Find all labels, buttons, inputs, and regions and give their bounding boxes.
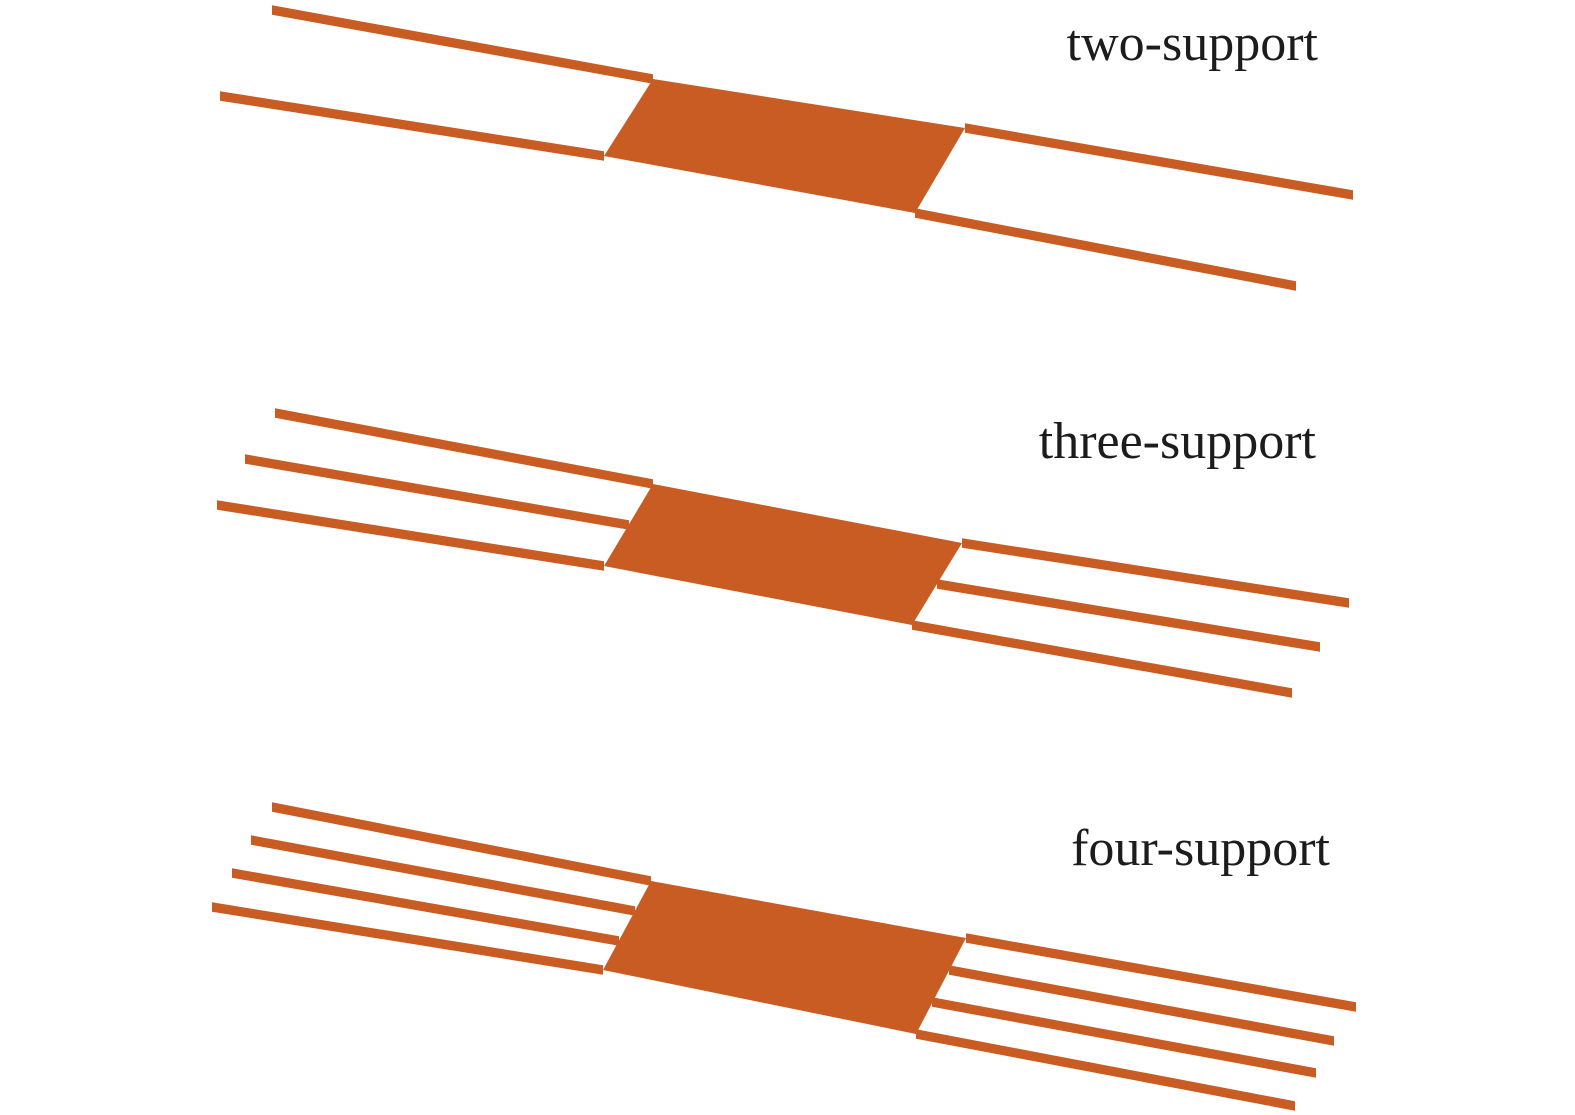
three-support-left-beam-1: [275, 408, 653, 489]
three-support-right-beam-2: [937, 579, 1320, 652]
four-support-left-beam-3: [232, 868, 619, 946]
two-support-right-beam-2: [915, 208, 1296, 291]
panel-four-support: four-support: [212, 802, 1356, 1111]
two-support-left-beam-2: [220, 91, 604, 161]
four-support-right-beam-3: [932, 997, 1316, 1078]
two-support-right-beam-1: [965, 123, 1353, 200]
label-two-support: two-support: [1067, 15, 1319, 72]
two-support-left-beam-1: [272, 5, 653, 84]
four-support-right-beam-1: [966, 933, 1356, 1012]
four-support-left-beam-2: [251, 835, 635, 916]
two-support-central-block: [604, 79, 965, 213]
four-support-right-beam-2: [949, 965, 1334, 1046]
three-support-left-beam-2: [245, 454, 629, 530]
four-support-central-block: [603, 881, 966, 1034]
panel-three-support: three-support: [217, 408, 1349, 698]
three-support-central-block: [604, 484, 962, 625]
three-support-left-beam-3: [217, 500, 604, 571]
four-support-left-beam-4: [212, 902, 603, 975]
three-support-right-beam-1: [962, 538, 1349, 608]
four-support-right-beam-4: [916, 1029, 1295, 1111]
panel-two-support: two-support: [220, 5, 1353, 291]
three-support-right-beam-3: [912, 620, 1292, 698]
label-four-support: four-support: [1071, 820, 1330, 877]
four-support-left-beam-1: [272, 802, 651, 886]
label-three-support: three-support: [1039, 413, 1317, 470]
